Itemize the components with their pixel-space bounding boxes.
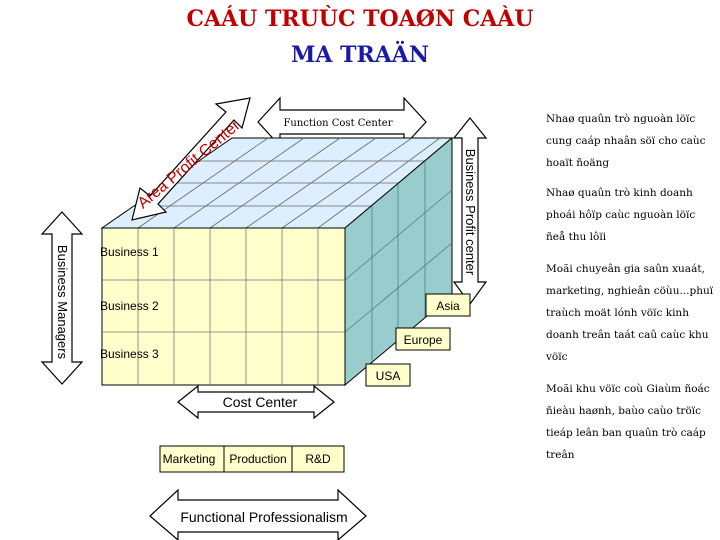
business-managers-label: Business Managers: [55, 245, 70, 360]
function-cost-center-label: Function Cost Center: [283, 118, 392, 129]
note-functional-specialist: Moãi chuyeân gia saûn xuaát, marketing, …: [546, 258, 714, 368]
note-line: ñeå thu lôïi: [546, 231, 607, 243]
cube-right-grid: [344, 161, 453, 362]
title-line-1: CAÁU TRUÙC TOAØN CAÀU: [186, 6, 534, 32]
note-line: Moãi khu vöïc coù Giaùm ñoác: [546, 383, 710, 395]
note-business-manager: Nhaø quaûn trò kinh doanh phoái hôïp caù…: [546, 182, 714, 248]
note-regional-director: Moãi khu vöïc coù Giaùm ñoác ñieàu haønh…: [546, 378, 714, 466]
note-line: Moãi chuyeân gia saûn xuaát,: [546, 263, 705, 275]
note-line: traùch moät lónh vöïc kinh: [546, 307, 689, 319]
functional-professionalism-label: Functional Professionalism: [180, 509, 347, 525]
cube-front-face: [101, 227, 346, 386]
functional-professionalism-arrow: [149, 488, 367, 540]
region-label-asia: Asia: [436, 299, 460, 313]
note-line: ñieàu haønh, baùo caùo tröïc: [546, 405, 702, 417]
title-line-2: MA TRAÄN: [291, 42, 429, 68]
note-line: marketing, nghieân cöùu...phuï: [546, 285, 714, 297]
cost-center-label: Cost Center: [223, 394, 298, 410]
note-resource-manager: Nhaø quaûn trò nguoàn löïc cung caáp nha…: [546, 108, 714, 174]
function-box-rd: [291, 445, 345, 473]
cost-center-arrow: [177, 384, 335, 420]
cube-front-grid: [102, 228, 345, 385]
region-box-europe: [395, 327, 451, 351]
note-line: hoaït ñoäng: [546, 157, 610, 169]
note-line: treân: [546, 449, 575, 461]
region-box-usa: [365, 363, 411, 387]
area-profit-center-arrow: [131, 97, 251, 221]
row-label-business-1: Business 1: [100, 245, 159, 259]
note-line: Nhaø quaûn trò nguoàn löïc: [546, 113, 696, 125]
business-profit-center-label: Business Profit center: [463, 149, 478, 276]
function-label-rd: R&D: [305, 452, 331, 466]
note-line: cung caáp nhaân söï cho caùc: [546, 135, 706, 147]
function-label-production: Production: [229, 452, 286, 466]
row-label-business-3: Business 3: [100, 347, 159, 361]
cube-top-grid: [134, 137, 441, 229]
function-box-production: [223, 445, 293, 473]
note-line: tieáp leân ban quaûn trò caáp: [546, 427, 706, 439]
region-label-europe: Europe: [404, 333, 443, 347]
note-line: vöïc: [546, 351, 568, 363]
region-box-asia: [425, 293, 471, 317]
row-label-business-2: Business 2: [100, 299, 159, 313]
note-line: doanh treân taát caû caùc khu: [546, 329, 709, 341]
function-label-marketing: Marketing: [163, 452, 216, 466]
note-line: Nhaø quaûn trò kinh doanh: [546, 187, 693, 199]
function-box-marketing: [159, 445, 225, 473]
note-line: phoái hôïp caùc nguoàn löïc: [546, 209, 696, 221]
business-managers-arrow: [40, 211, 84, 385]
region-label-usa: USA: [376, 369, 401, 383]
